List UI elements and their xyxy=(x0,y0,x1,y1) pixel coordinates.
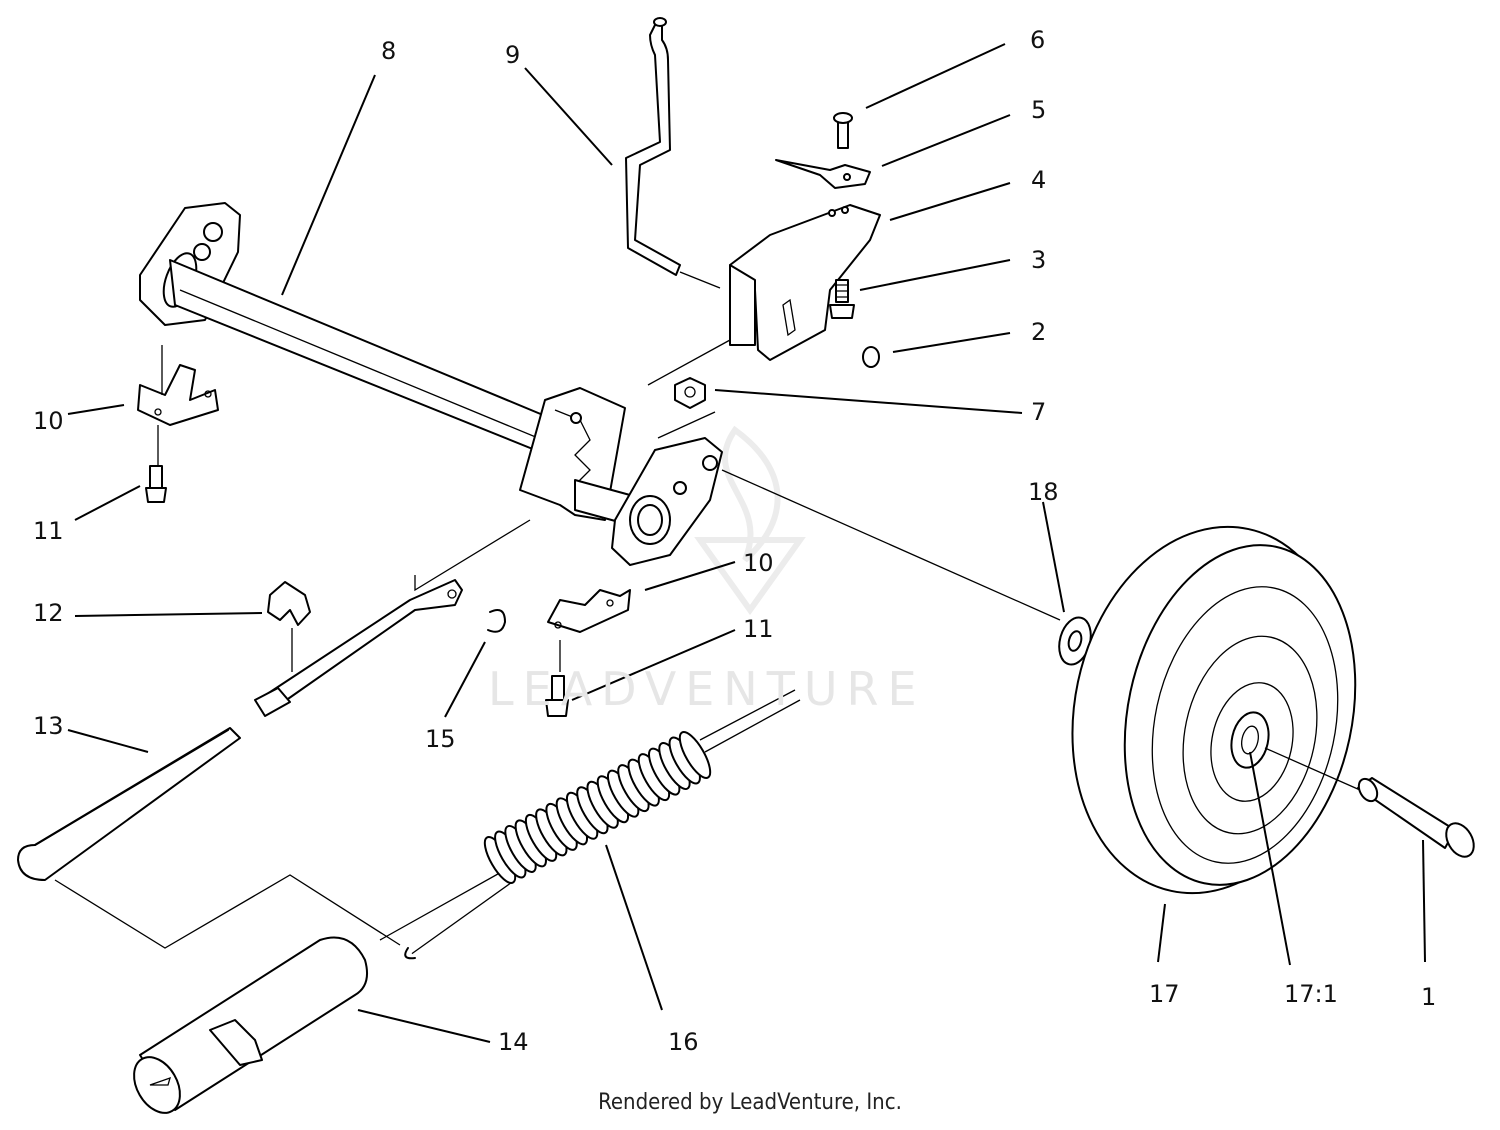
washer-2 xyxy=(862,346,880,368)
bolt-3 xyxy=(829,279,855,319)
watermark-logo xyxy=(694,425,806,616)
rod-13 xyxy=(17,727,241,881)
callout-7: 7 xyxy=(1031,398,1047,426)
axle-tube xyxy=(139,202,561,461)
nut-guide-line xyxy=(657,411,716,439)
spring-clip-5 xyxy=(775,159,871,189)
wheel-axis-line xyxy=(1264,747,1361,791)
callout-18: 18 xyxy=(1028,478,1059,506)
bolt-11-right xyxy=(545,675,569,717)
callout-3: 3 xyxy=(1031,246,1047,274)
spring-coil xyxy=(678,731,712,779)
axis-line xyxy=(721,469,1061,621)
handle-guide-line xyxy=(679,271,721,289)
callout-16: 16 xyxy=(668,1028,699,1056)
shoulder-bolt-1 xyxy=(1357,777,1475,858)
bearing-bracket-right xyxy=(547,589,631,633)
lift-handle xyxy=(625,17,681,276)
callout-17: 17 xyxy=(1149,980,1180,1008)
callout-11-right: 11 xyxy=(743,615,774,643)
link-guide-line xyxy=(414,519,531,592)
callout-11-left: 11 xyxy=(33,517,64,545)
nut-7 xyxy=(674,377,706,409)
bolt-6 xyxy=(833,112,853,149)
callout-10-right: 10 xyxy=(743,549,774,577)
washer-18 xyxy=(1058,616,1092,666)
bolt-11-left xyxy=(145,465,167,503)
callout-9: 9 xyxy=(505,41,521,69)
retaining-ring-15 xyxy=(487,609,506,633)
callout-1: 1 xyxy=(1421,983,1437,1011)
leader-lines xyxy=(67,43,1426,1043)
axle-plate-right xyxy=(611,437,723,566)
callout-4: 4 xyxy=(1031,166,1047,194)
footer-credit: Rendered by LeadVenture, Inc. xyxy=(598,1090,902,1115)
spring-16 xyxy=(379,689,801,960)
callout-6: 6 xyxy=(1030,26,1046,54)
callout-8: 8 xyxy=(381,37,397,65)
callout-10-left: 10 xyxy=(33,407,64,435)
wheel-17 xyxy=(1071,525,1357,895)
rod-guide-line xyxy=(54,874,401,949)
bracket-guide-line xyxy=(647,339,731,386)
callout-2: 2 xyxy=(1031,318,1047,346)
callout-5: 5 xyxy=(1031,96,1047,124)
center-bracket xyxy=(519,387,631,526)
callout-14: 14 xyxy=(498,1028,529,1056)
callout-17-1: 17:1 xyxy=(1284,980,1338,1008)
bushing-12 xyxy=(267,581,311,626)
lift-link-rod xyxy=(254,579,463,717)
callout-13: 13 xyxy=(33,712,64,740)
bearing-bracket-left xyxy=(137,364,219,426)
callout-15: 15 xyxy=(425,725,456,753)
pivot-bracket xyxy=(729,204,881,361)
callout-12: 12 xyxy=(33,599,64,627)
grip-sleeve-14 xyxy=(133,936,368,1114)
watermark-text: LEADVENTURE xyxy=(488,662,926,716)
